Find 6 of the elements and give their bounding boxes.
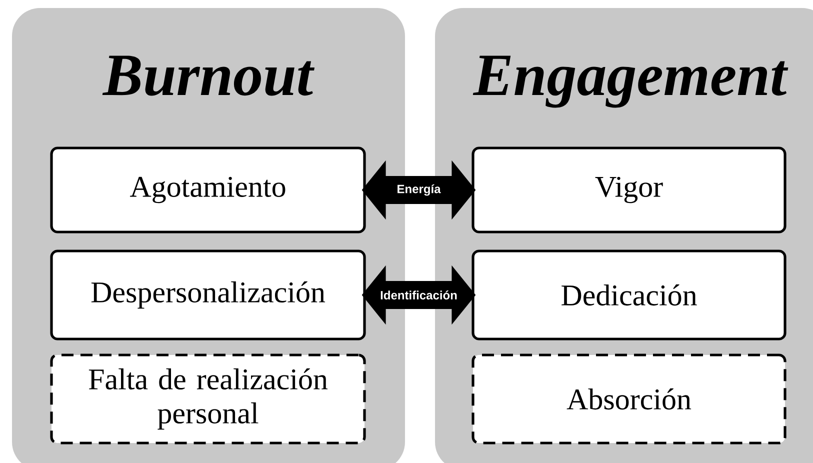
text-box: Agotamiento [50,146,366,234]
text-box: Absorción [472,354,786,444]
text-box: Dedicación [472,250,786,340]
text-box: Vigor [472,146,786,234]
text-box: Falta de realización personal [50,354,366,444]
text-box: Despersonalización [50,250,366,340]
